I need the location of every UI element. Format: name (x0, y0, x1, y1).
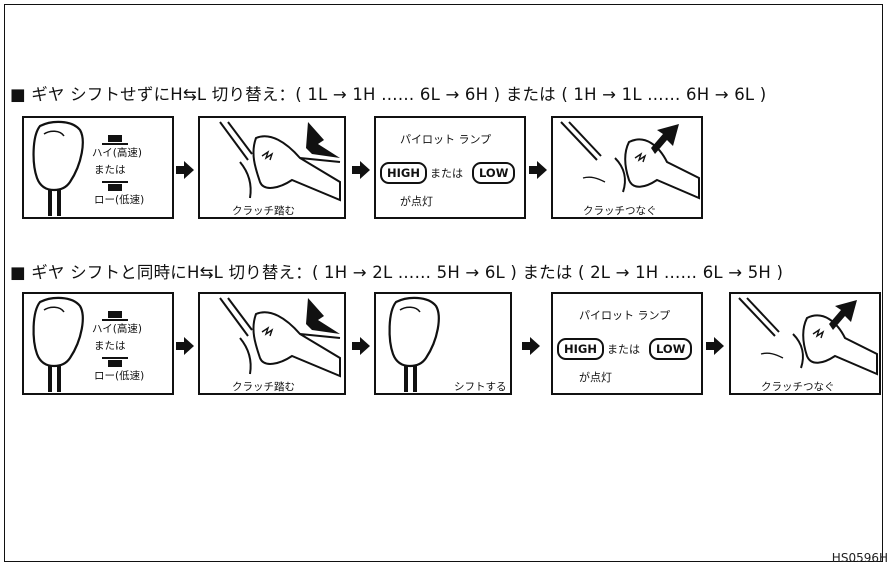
row2-clutch-press-label: クラッチ踏む (232, 381, 295, 393)
row1-panel-clutch-release: クラッチつなぐ (551, 116, 703, 219)
row1-lamp-or: または (430, 167, 463, 180)
row2-shift-low-label: ロー(低速) (94, 370, 145, 382)
row1-shift-low-label: ロー(低速) (94, 194, 145, 206)
row1-panel-clutch-press: クラッチ踏む (198, 116, 346, 219)
right-arrow-icon (529, 161, 547, 179)
row2-lamp-or: または (607, 343, 640, 356)
foot-release-clutch-icon (560, 121, 700, 200)
row1-high-symbol (102, 132, 128, 151)
gear-knob-icon (32, 120, 84, 216)
row2-low-symbol (102, 354, 128, 373)
row2-high-symbol (102, 308, 128, 327)
row1-panel-pilot-lamp: パイロット ランプ HIGH または LOW が点灯 (374, 116, 526, 219)
right-arrow-icon (522, 337, 540, 355)
row2-do-shift-label: シフトする (454, 381, 507, 393)
right-arrow-icon (176, 337, 194, 355)
gear-knob-icon (388, 296, 440, 392)
figure-frame (4, 4, 883, 562)
low-gear-symbol-icon (102, 357, 128, 367)
row1-lamp-lit: が点灯 (400, 195, 433, 208)
row1-low-symbol (102, 178, 128, 197)
figure-id: HS0596H (831, 551, 888, 565)
row2-lamp-lit: が点灯 (579, 371, 612, 384)
row1-shift-high-label: ハイ(高速) (92, 147, 142, 159)
right-arrow-icon (352, 337, 370, 355)
row2-heading: ■ ギヤ シフトと同時にH⇆L 切り替え：( 1H → 2L …… 5H → 6… (10, 263, 784, 282)
row2-panel-shift: ハイ(高速) または ロー(低速) (22, 292, 174, 395)
high-gear-symbol-icon (102, 135, 128, 145)
gear-knob-icon (32, 296, 84, 392)
row1-low-lamp: LOW (472, 162, 516, 184)
right-arrow-icon (176, 161, 194, 179)
row2-panel-pilot-lamp: パイロット ランプ HIGH または LOW が点灯 (551, 292, 703, 395)
row1-panel-shift: ハイ(高速) または ロー(低速) (22, 116, 174, 219)
row1-lamp-title: パイロット ランプ (400, 133, 492, 146)
row2-panel-clutch-release: クラッチつなぐ (729, 292, 881, 395)
foot-press-clutch-icon (219, 297, 341, 378)
row1-high-lamp: HIGH (380, 162, 427, 184)
row2-low-lamp: LOW (649, 338, 693, 360)
row2-lamp-title: パイロット ランプ (579, 309, 671, 322)
row2-high-lamp: HIGH (557, 338, 604, 360)
row2-panel-do-shift: シフトする (374, 292, 512, 395)
row1-shift-or-label: または (94, 164, 126, 176)
row1-heading: ■ ギヤ シフトせずにH⇆L 切り替え：( 1L → 1H …… 6L → 6H… (10, 85, 767, 104)
row1-clutch-press-label: クラッチ踏む (232, 205, 295, 217)
right-arrow-icon (352, 161, 370, 179)
right-arrow-icon (706, 337, 724, 355)
low-gear-symbol-icon (102, 181, 128, 191)
foot-release-clutch-icon (738, 297, 878, 376)
row2-clutch-release-label: クラッチつなぐ (761, 381, 835, 393)
row2-panel-clutch-press: クラッチ踏む (198, 292, 346, 395)
foot-press-clutch-icon (219, 121, 341, 202)
row2-shift-or-label: または (94, 340, 126, 352)
row1-clutch-release-label: クラッチつなぐ (583, 205, 657, 217)
high-gear-symbol-icon (102, 311, 128, 321)
row2-shift-high-label: ハイ(高速) (92, 323, 142, 335)
